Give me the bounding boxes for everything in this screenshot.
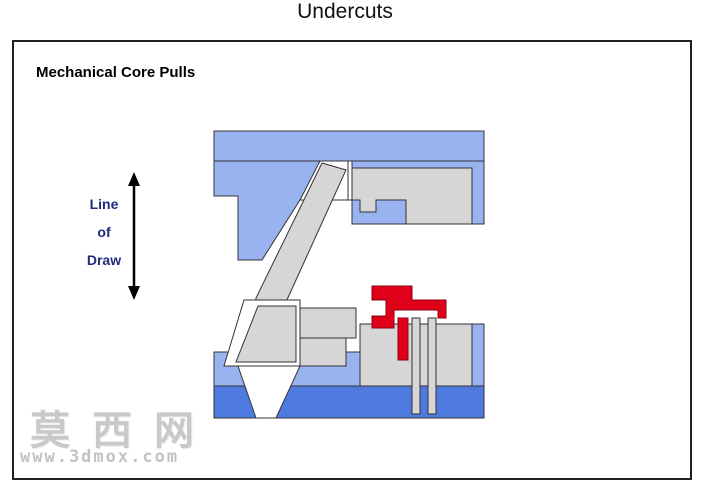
- watermark-logo: 莫西网: [30, 407, 216, 454]
- core-pull-diagram: [128, 130, 485, 419]
- ejector-pin-right: [427, 317, 437, 415]
- line-of-draw-label-draw: Draw: [86, 252, 122, 268]
- line-of-draw-arrow: [128, 172, 140, 300]
- heel-block: [237, 365, 301, 419]
- line-of-draw-label-line: Line: [89, 196, 119, 212]
- cavity-insert: [351, 167, 473, 225]
- page-title: Undercuts: [297, 0, 393, 23]
- molded-part: [371, 285, 447, 329]
- ejector-pin-left: [411, 317, 421, 415]
- watermark-url: www.3dmox.com: [20, 447, 180, 467]
- section-heading: Mechanical Core Pulls: [36, 64, 196, 81]
- slide-face: [235, 305, 297, 363]
- line-of-draw-label-of: of: [97, 224, 111, 240]
- top-clamp-plate: [213, 130, 485, 162]
- core-pull-block: [299, 307, 357, 339]
- core-pull-shank: [299, 337, 347, 367]
- molded-part-wall: [397, 317, 409, 361]
